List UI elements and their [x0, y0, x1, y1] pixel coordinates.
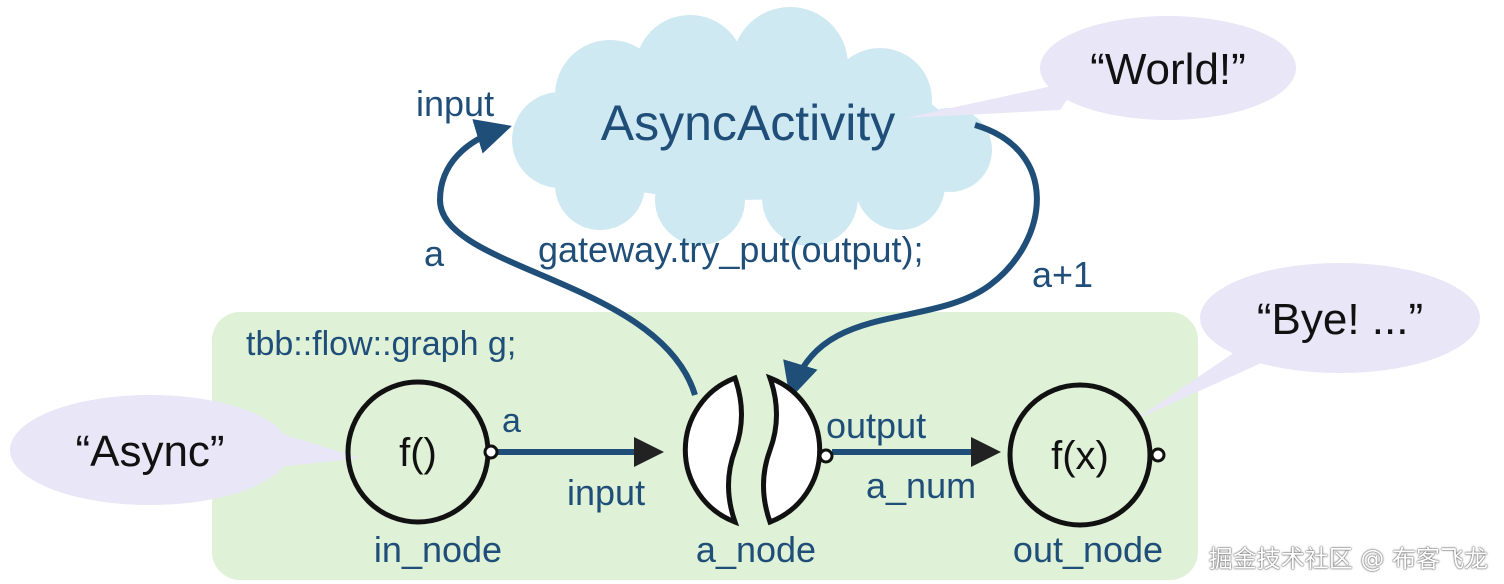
up-arrow-label: a [424, 233, 445, 274]
a-node-input-label: input [567, 472, 645, 513]
gateway-call-label: gateway.try_put(output); [538, 229, 924, 270]
a-node-shape[interactable] [682, 373, 823, 527]
bubble-bye [1135, 263, 1480, 420]
cloud-label: AsyncActivity [601, 95, 896, 151]
cloud-input-label: input [416, 83, 494, 124]
in-node-name: in_node [374, 529, 502, 570]
async-activity-cloud [512, 7, 992, 246]
bubble-async-text: “Async” [75, 427, 224, 476]
a-node-port [818, 448, 834, 464]
out-node-name: out_node [1013, 529, 1163, 570]
out-node-func: f(x) [1051, 434, 1109, 478]
out-node-circle[interactable] [1007, 382, 1153, 528]
bubble-bye-text: “Bye! ...” [1257, 295, 1423, 344]
bubble-world [905, 16, 1296, 120]
in-node-port [483, 444, 499, 460]
down-arrow-label: a+1 [1032, 254, 1093, 295]
in-out-label: a [502, 402, 521, 440]
arrow-to-cloud [436, 119, 698, 396]
bubble-world-text: “World!” [1090, 45, 1246, 94]
arrow-from-cloud [783, 122, 1040, 399]
in-node-func: f() [399, 431, 437, 475]
graph-label: tbb::flow::graph g; [246, 325, 516, 363]
watermark: 掘金技术社区 @ 布客飞龙 [1208, 545, 1488, 573]
out-node-port [1150, 447, 1166, 463]
to-out-label: a_num [866, 465, 976, 506]
a-node-output-label: output [826, 405, 926, 446]
a-node-name: a_node [696, 529, 816, 570]
bubble-async [10, 395, 360, 505]
